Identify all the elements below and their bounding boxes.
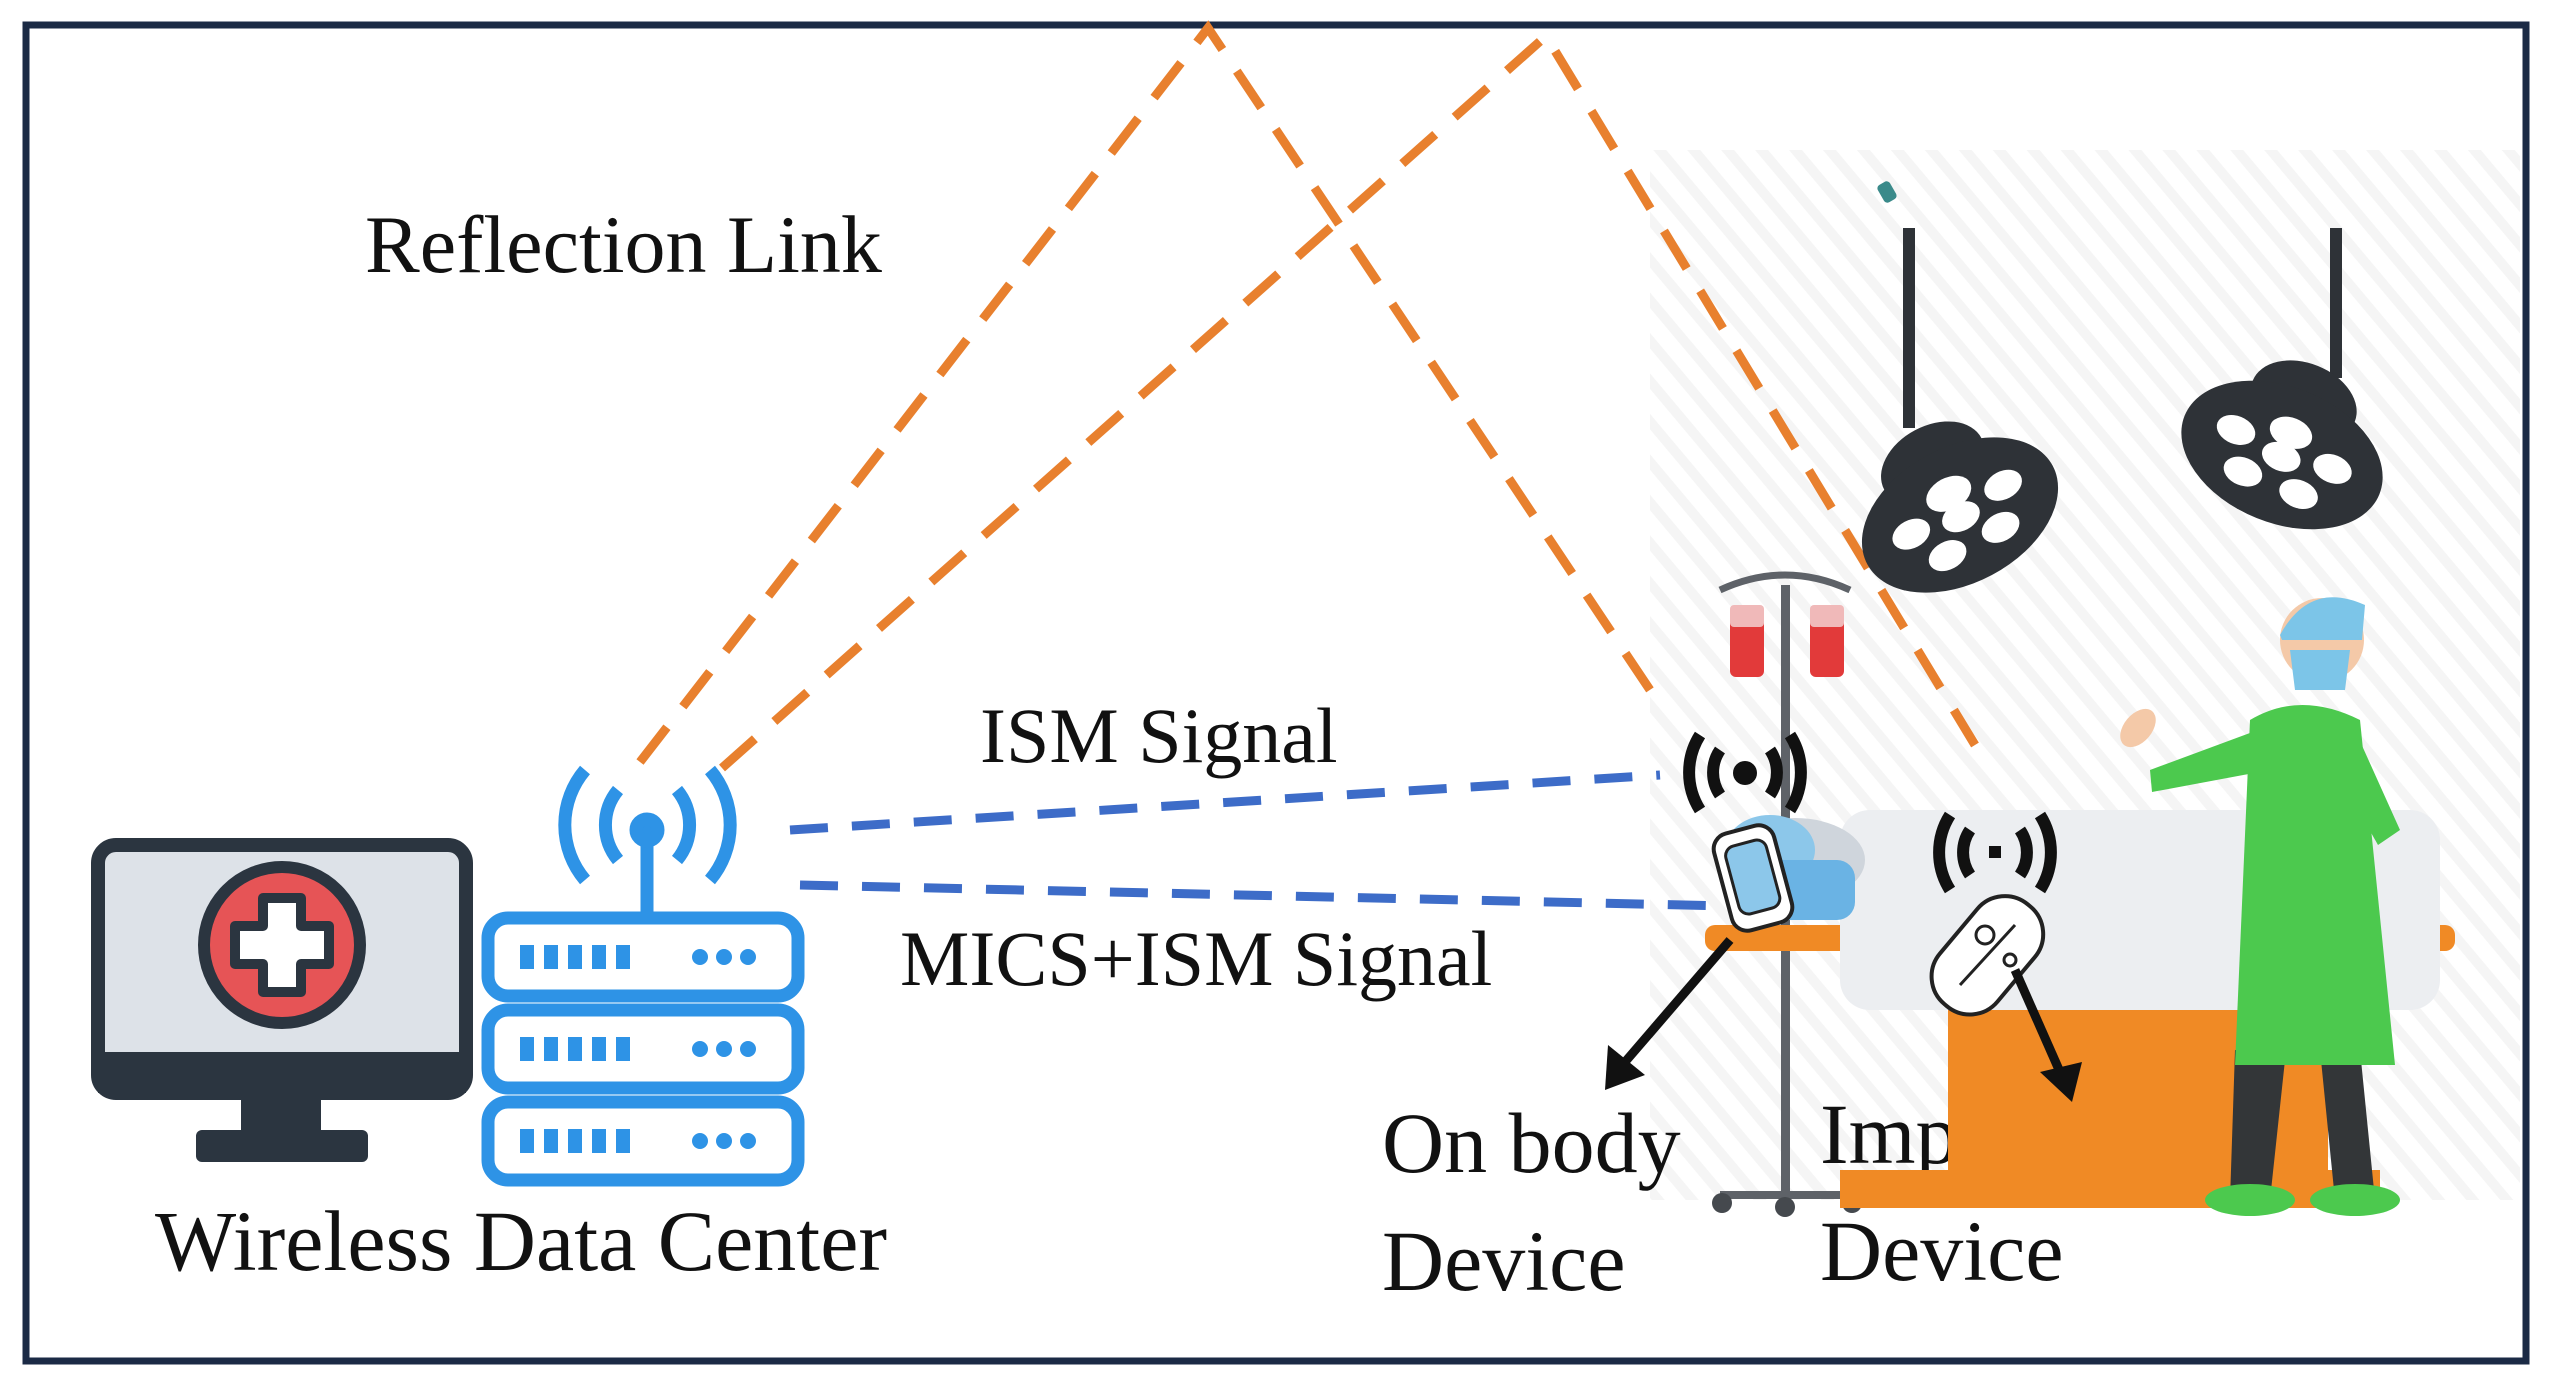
direct-signals xyxy=(789,770,1906,915)
implant-arrowhead xyxy=(2040,1062,2082,1102)
implanted-device-label-line2: Device xyxy=(1820,1203,2064,1299)
on-body-broadcast-icon xyxy=(1683,731,1807,814)
implant-broadcast-icon xyxy=(1933,811,2057,894)
medical-monitor-icon xyxy=(91,838,473,1162)
implanted-device-capsule-icon xyxy=(1929,894,2046,1017)
wireless-data-center-label: Wireless Data Center xyxy=(155,1193,887,1289)
on-body-arrowhead xyxy=(1605,1045,1645,1090)
reflection-path-implant xyxy=(719,29,1979,772)
surgeon-icon xyxy=(2120,597,2400,1216)
on-body-device-watch-icon xyxy=(1711,823,1795,933)
mics-ism-signal-label: MICS+ISM Signal xyxy=(900,915,1492,1002)
on-body-device-label-line1: On body xyxy=(1382,1095,1681,1191)
on-body-device-label-line2: Device xyxy=(1382,1213,1626,1309)
ism-signal-label: ISM Signal xyxy=(980,692,1338,779)
surgical-lamp-icon xyxy=(1861,181,2383,593)
server-rack-icon xyxy=(481,765,805,1187)
device-pointer-arrows xyxy=(1605,937,2082,1102)
reflection-link-label: Reflection Link xyxy=(365,199,882,290)
ism-signal-line xyxy=(789,770,1661,835)
reflection-links xyxy=(636,20,1979,772)
implant-arrow xyxy=(2010,968,2065,1074)
antenna-tower-icon xyxy=(558,765,737,920)
reflection-path-on-body xyxy=(636,20,1654,765)
on-body-arrow xyxy=(1621,937,1734,1065)
